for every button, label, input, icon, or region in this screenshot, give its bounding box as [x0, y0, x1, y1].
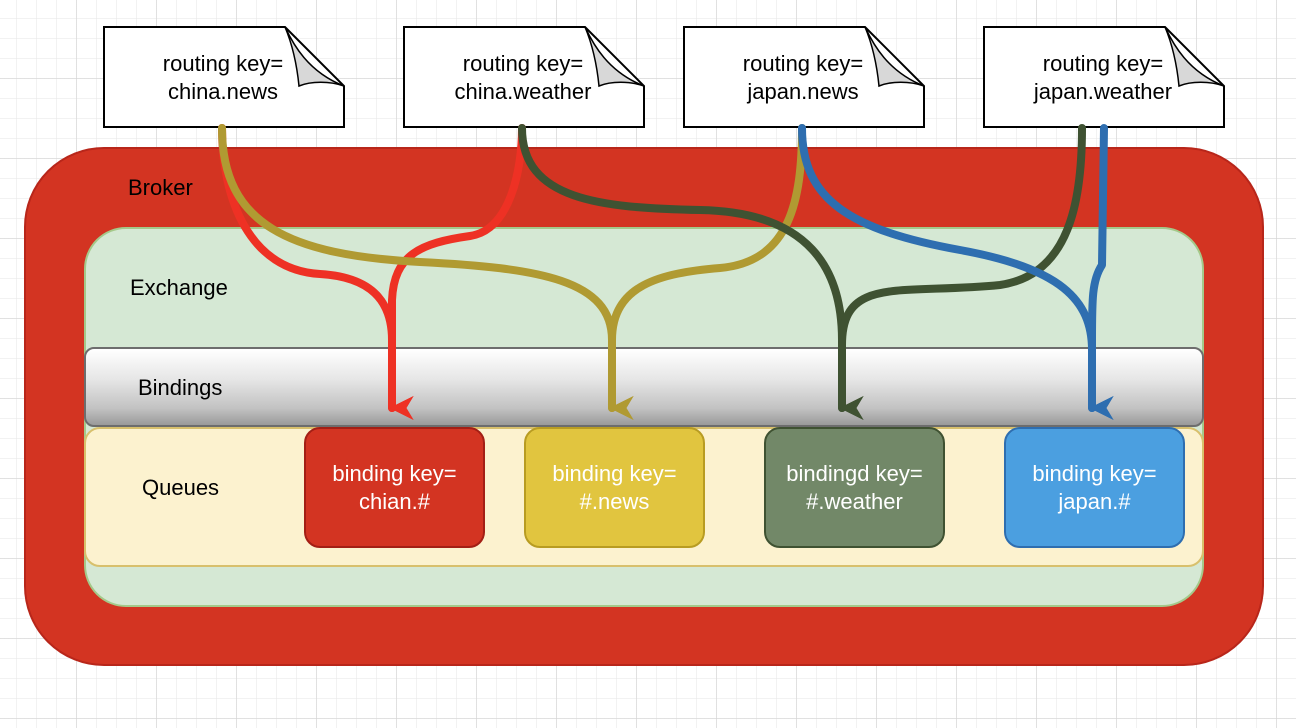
message-japan-news: routing key= japan.news	[683, 26, 925, 128]
route-japan-weather-to-japan	[1088, 124, 1114, 420]
route-japan-news-to-news	[608, 124, 806, 420]
route-china-news-to-news	[218, 124, 634, 420]
queue-key-label: binding key=	[1032, 460, 1157, 486]
queue-key-value: japan.#	[1058, 488, 1131, 514]
note-icon	[403, 26, 645, 128]
routing-key-label: routing key=	[1042, 51, 1164, 76]
routing-key-value: china.weather	[454, 79, 592, 104]
queue-key-value: #.weather	[806, 488, 903, 514]
message-china-news: routing key= china.news	[103, 26, 345, 128]
note-icon	[683, 26, 925, 128]
route-japan-weather-to-weather	[838, 124, 1086, 420]
routing-key-label: routing key=	[742, 51, 864, 76]
route-china-weather-to-chian	[388, 124, 526, 420]
note-icon	[103, 26, 345, 128]
queue-box-news: binding key= #.news	[524, 427, 705, 548]
exchange-label: Exchange	[130, 275, 228, 300]
message-japan-weather: routing key= japan.weather	[983, 26, 1225, 128]
routing-key-value: china.news	[167, 79, 279, 104]
routing-key-value: japan.weather	[1033, 79, 1173, 104]
route-china-news-to-chian	[218, 124, 414, 420]
queue-box-japan: binding key= japan.#	[1004, 427, 1185, 548]
broker-label: Broker	[128, 175, 193, 200]
queue-key-label: binding key=	[332, 460, 457, 486]
queue-key-label: bindingd key=	[786, 460, 923, 486]
routing-key-value: japan.news	[747, 79, 859, 104]
queue-key-value: #.news	[579, 488, 650, 514]
queue-key-value: chian.#	[359, 488, 430, 514]
routing-key-label: routing key=	[162, 51, 284, 76]
bindings-bar	[84, 347, 1204, 427]
message-china-weather: routing key= china.weather	[403, 26, 645, 128]
queues-label: Queues	[142, 475, 220, 500]
route-china-weather-to-weather	[518, 124, 864, 420]
queue-box-weather: bindingd key= #.weather	[764, 427, 945, 548]
note-icon	[983, 26, 1225, 128]
queue-key-label: binding key=	[552, 460, 677, 486]
routing-key-label: routing key=	[462, 51, 584, 76]
route-japan-news-to-japan	[798, 124, 1114, 420]
queue-box-chian: binding key= chian.#	[304, 427, 485, 548]
bindings-label: Bindings	[138, 375, 223, 400]
